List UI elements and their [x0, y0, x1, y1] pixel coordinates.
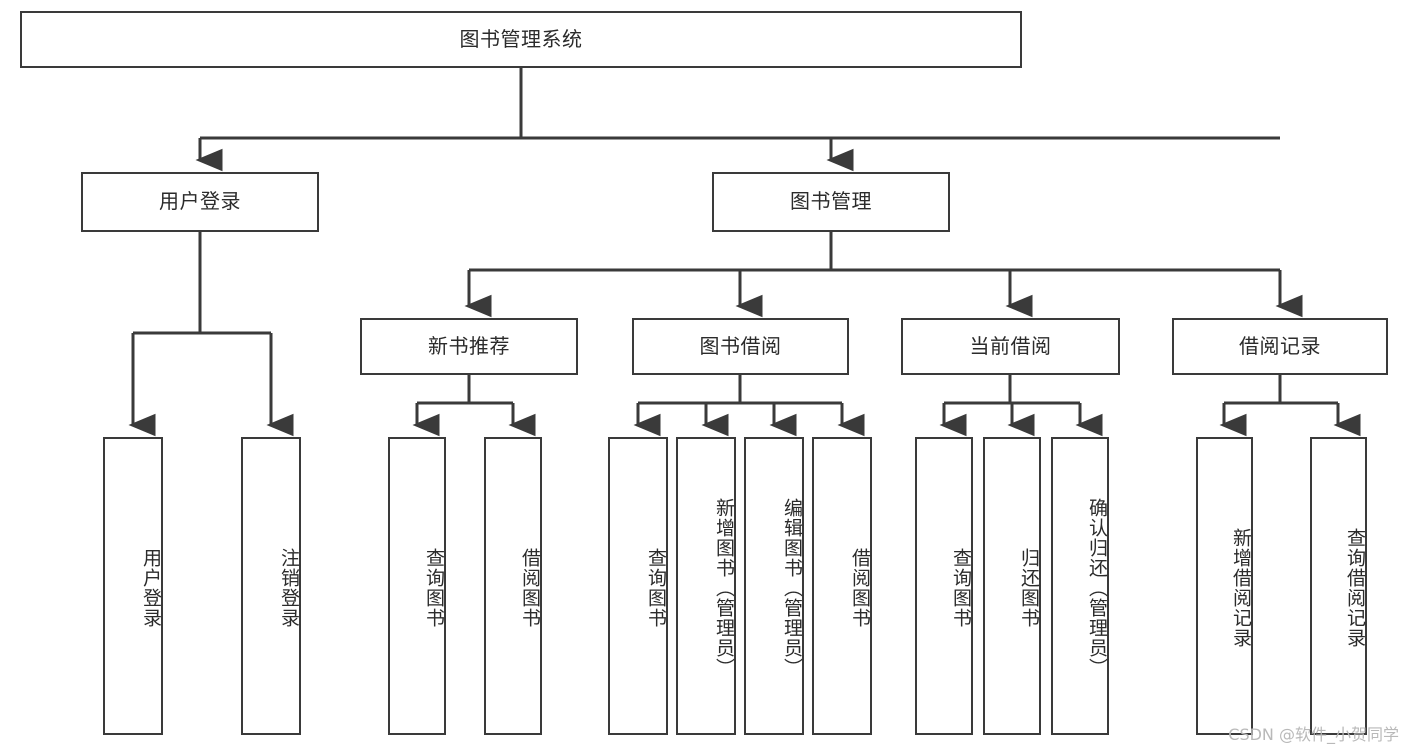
leaf-user-login-label: 用户登录 [140, 548, 162, 628]
leaf-borrow-books-label: 借阅图书 [849, 548, 871, 628]
leaf-query-books-recommend-label: 查询图书 [423, 548, 445, 628]
leaf-query-books-current-label: 查询图书 [950, 548, 972, 628]
leaf-return-books-label: 归还图书 [1018, 548, 1040, 628]
leaf-query-books-borrow[interactable]: 查询图书 [608, 437, 668, 735]
leaf-return-books[interactable]: 归还图书 [983, 437, 1041, 735]
leaf-query-borrow-record-label: 查询借阅记录 [1344, 528, 1366, 648]
leaf-query-books-current[interactable]: 查询图书 [915, 437, 973, 735]
connector-lines [128, 68, 1361, 437]
leaf-add-book-admin-label: 新增图书（管理员） [713, 498, 735, 678]
leaf-borrow-books-recommend-label: 借阅图书 [519, 548, 541, 628]
node-book-management-label: 图书管理 [790, 189, 872, 214]
node-borrow-records-label: 借阅记录 [1239, 333, 1321, 358]
leaf-borrow-books[interactable]: 借阅图书 [812, 437, 872, 735]
leaf-add-book-admin[interactable]: 新增图书（管理员） [676, 437, 736, 735]
leaf-add-borrow-record-label: 新增借阅记录 [1230, 528, 1252, 648]
node-book-borrow-label: 图书借阅 [699, 333, 782, 358]
leaf-logout-label: 注销登录 [278, 548, 300, 628]
node-user-login[interactable]: 用户登录 [81, 172, 319, 232]
node-current-borrow-label: 当前借阅 [969, 333, 1052, 358]
node-new-book-recommend-label: 新书推荐 [428, 333, 510, 358]
leaf-confirm-return-admin[interactable]: 确认归还（管理员） [1051, 437, 1109, 735]
leaf-logout[interactable]: 注销登录 [241, 437, 301, 735]
leaf-query-borrow-record[interactable]: 查询借阅记录 [1310, 437, 1367, 735]
leaf-user-login[interactable]: 用户登录 [103, 437, 163, 735]
node-root[interactable]: 图书管理系统 [20, 11, 1022, 68]
leaf-edit-book-admin-label: 编辑图书（管理员） [781, 498, 803, 678]
leaf-add-borrow-record[interactable]: 新增借阅记录 [1196, 437, 1253, 735]
node-book-management[interactable]: 图书管理 [712, 172, 950, 232]
leaf-borrow-books-recommend[interactable]: 借阅图书 [484, 437, 542, 735]
node-borrow-records[interactable]: 借阅记录 [1172, 318, 1388, 375]
node-root-label: 图书管理系统 [459, 26, 583, 51]
leaf-edit-book-admin[interactable]: 编辑图书（管理员） [744, 437, 804, 735]
leaf-query-books-borrow-label: 查询图书 [645, 548, 667, 628]
node-book-borrow[interactable]: 图书借阅 [632, 318, 849, 375]
node-current-borrow[interactable]: 当前借阅 [901, 318, 1120, 375]
leaf-query-books-recommend[interactable]: 查询图书 [388, 437, 446, 735]
node-user-login-label: 用户登录 [159, 189, 241, 214]
leaf-confirm-return-admin-label: 确认归还（管理员） [1086, 498, 1108, 678]
node-new-book-recommend[interactable]: 新书推荐 [360, 318, 578, 375]
